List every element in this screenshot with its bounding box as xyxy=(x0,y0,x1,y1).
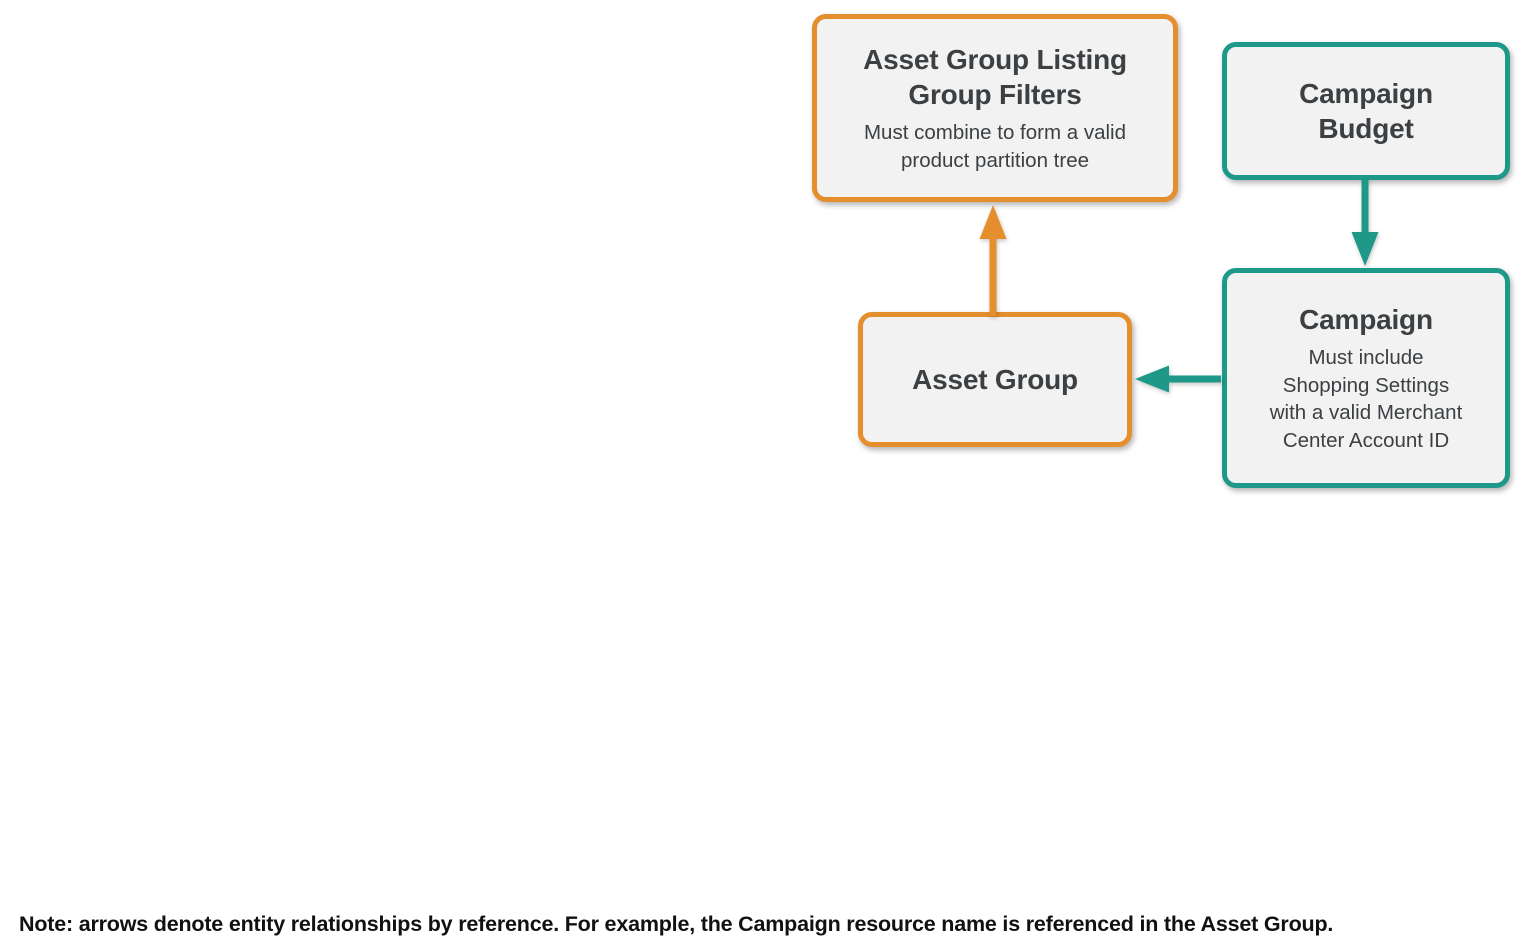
node-asset-group-listing-group-filters: Asset Group Listing Group Filters Must c… xyxy=(812,14,1178,202)
arrow-asset-group-to-listing-filters-icon xyxy=(979,205,1007,316)
node-subtitle: Must combine to form a valid product par… xyxy=(863,121,1127,172)
node-title: Campaign Budget xyxy=(1299,78,1433,144)
node-campaign-budget: Campaign Budget xyxy=(1222,42,1510,180)
arrow-campaign-to-asset-group-icon xyxy=(1135,365,1221,393)
footnote: Note: arrows denote entity relationships… xyxy=(19,912,1334,936)
arrow-campaign-budget-to-campaign-icon xyxy=(1351,179,1379,266)
node-subtitle: Must include Shopping Settings with a va… xyxy=(1269,346,1463,452)
node-campaign: Campaign Must include Shopping Settings … xyxy=(1222,268,1510,488)
node-title: Campaign xyxy=(1299,304,1433,335)
node-asset-group: Asset Group xyxy=(858,312,1132,447)
node-title: Asset Group Listing Group Filters xyxy=(863,44,1127,110)
node-title: Asset Group xyxy=(912,364,1078,395)
